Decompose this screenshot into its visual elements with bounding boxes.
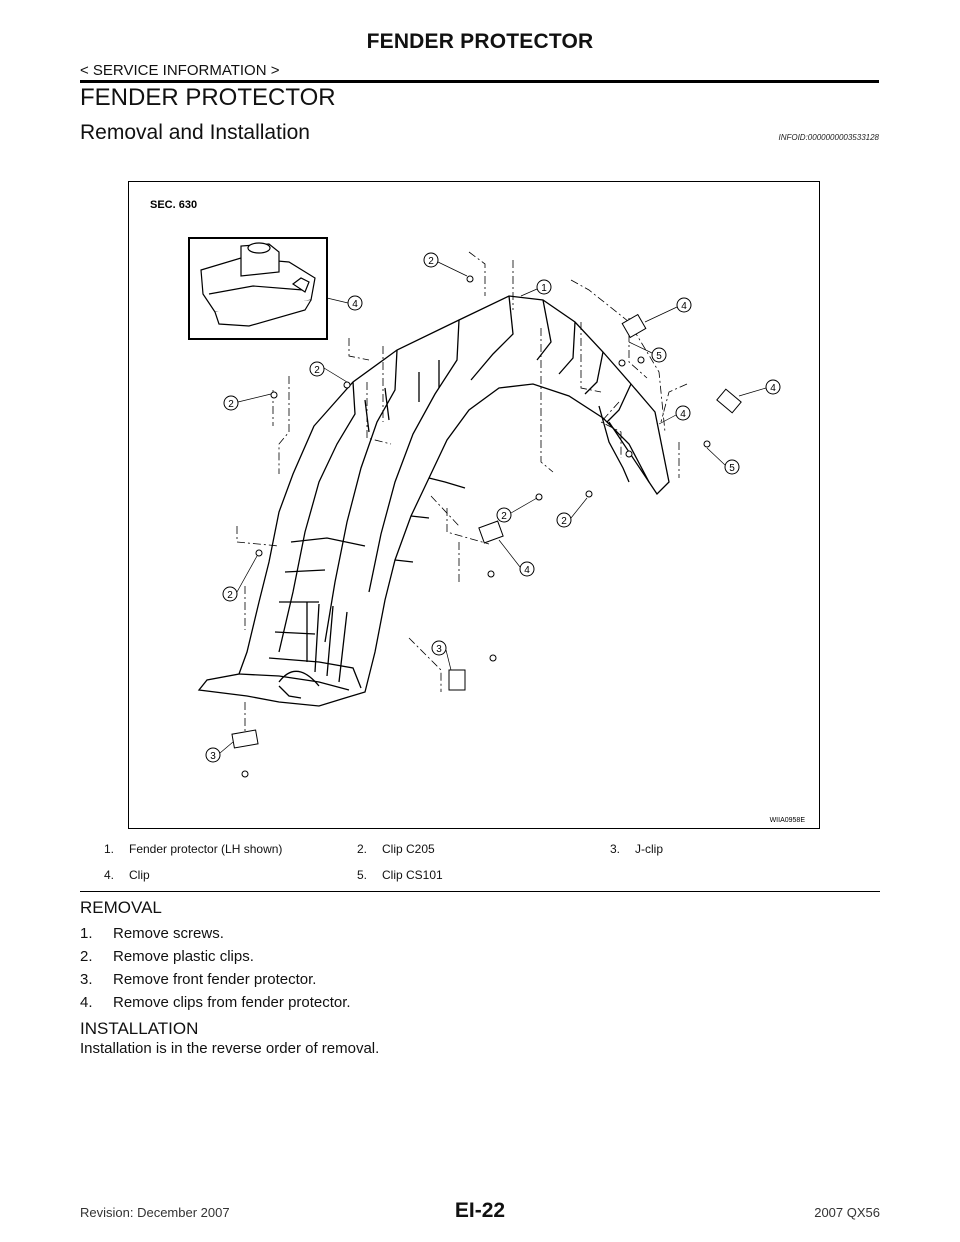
callout-3: 3 bbox=[431, 640, 447, 656]
page-header-title: FENDER PROTECTOR bbox=[366, 30, 594, 53]
breadcrumb: < SERVICE INFORMATION > bbox=[80, 62, 280, 79]
svg-text:2: 2 bbox=[314, 365, 320, 376]
legend-item: 5. Clip CS101 bbox=[357, 868, 443, 882]
svg-text:3: 3 bbox=[436, 644, 442, 655]
callout-4: 4 bbox=[676, 297, 692, 313]
legend-text: J-clip bbox=[635, 842, 664, 856]
legend-num: 3. bbox=[610, 842, 621, 856]
figure-code: WIIA0958E bbox=[770, 817, 806, 824]
legend-text: Clip bbox=[129, 868, 150, 882]
removal-step: 4. Remove clips from fender protector. bbox=[80, 994, 351, 1011]
svg-text:4: 4 bbox=[681, 301, 687, 312]
svg-text:5: 5 bbox=[729, 463, 735, 474]
svg-text:4: 4 bbox=[352, 299, 358, 310]
info-id: INFOID:0000000003533128 bbox=[778, 133, 879, 142]
svg-text:2: 2 bbox=[501, 511, 507, 522]
section-subtitle: Removal and Installation bbox=[80, 121, 310, 144]
legend-text: Fender protector (LH shown) bbox=[129, 842, 283, 856]
legend-text: Clip CS101 bbox=[382, 868, 443, 882]
svg-text:2: 2 bbox=[561, 516, 567, 527]
removal-step: 1. Remove screws. bbox=[80, 925, 224, 942]
step-text: Remove clips from fender protector. bbox=[113, 994, 351, 1011]
footer-page-number: EI-22 bbox=[454, 1199, 506, 1222]
callout-4: 4 bbox=[675, 405, 691, 421]
callout-2: 2 bbox=[223, 395, 239, 411]
legend-num: 5. bbox=[357, 868, 368, 882]
callout-5: 5 bbox=[724, 459, 740, 475]
svg-text:2: 2 bbox=[227, 590, 233, 601]
fasteners bbox=[231, 275, 742, 778]
step-number: 1. bbox=[80, 925, 93, 942]
step-number: 3. bbox=[80, 971, 93, 988]
legend-item: 1. Fender protector (LH shown) bbox=[104, 842, 282, 856]
callout-4: 4 bbox=[519, 561, 535, 577]
callout-3: 3 bbox=[205, 747, 221, 763]
removal-heading: REMOVAL bbox=[80, 898, 162, 917]
inset-clip-drawing bbox=[200, 242, 316, 327]
figure-legend: 1. Fender protector (LH shown) 2. Clip C20… bbox=[80, 842, 880, 894]
callout-5: 5 bbox=[651, 347, 667, 363]
legend-divider bbox=[80, 891, 880, 892]
step-number: 4. bbox=[80, 994, 93, 1011]
svg-text:4: 4 bbox=[524, 565, 530, 576]
header-rule bbox=[80, 80, 879, 83]
callout-2: 2 bbox=[556, 512, 572, 528]
diagram-art: SEC. 630 bbox=[150, 199, 806, 824]
section-title: FENDER PROTECTOR bbox=[80, 84, 336, 111]
legend-text: Clip C205 bbox=[382, 842, 435, 856]
svg-text:2: 2 bbox=[428, 256, 434, 267]
svg-text:4: 4 bbox=[770, 383, 776, 394]
callout-leaders bbox=[219, 261, 767, 754]
svg-text:3: 3 bbox=[210, 751, 216, 762]
callout-2: 2 bbox=[496, 507, 512, 523]
callout-4: 4 bbox=[347, 295, 363, 311]
callout-1: 1 bbox=[536, 279, 552, 295]
footer-revision: Revision: December 2007 bbox=[80, 1205, 230, 1220]
removal-step: 3. Remove front fender protector. bbox=[80, 971, 316, 988]
svg-text:5: 5 bbox=[656, 351, 662, 362]
callout-2: 2 bbox=[222, 586, 238, 602]
footer-model: 2007 QX56 bbox=[814, 1205, 880, 1220]
callout-4: 4 bbox=[765, 379, 781, 395]
step-number: 2. bbox=[80, 948, 93, 965]
step-text: Remove front fender protector. bbox=[113, 971, 317, 988]
legend-num: 4. bbox=[104, 868, 115, 882]
legend-num: 2. bbox=[357, 842, 368, 856]
legend-item: 2. Clip C205 bbox=[357, 842, 435, 856]
callout-2: 2 bbox=[309, 361, 325, 377]
removal-step: 2. Remove plastic clips. bbox=[80, 948, 254, 965]
installation-text: Installation is in the reverse order of … bbox=[80, 1040, 380, 1057]
exploded-diagram: SEC. 630 bbox=[128, 181, 820, 829]
step-text: Remove screws. bbox=[113, 925, 224, 942]
callouts: 2 1 4 4 2 2 5 4 4 5 2 2 4 2 3 3 bbox=[205, 252, 781, 763]
svg-text:1: 1 bbox=[541, 283, 547, 294]
legend-num: 1. bbox=[104, 842, 115, 856]
legend-row: 1. Fender protector (LH shown) 2. Clip C20… bbox=[80, 842, 880, 868]
sec-label: SEC. 630 bbox=[150, 199, 197, 211]
svg-text:4: 4 bbox=[680, 409, 686, 420]
legend-item: 4. Clip bbox=[104, 868, 150, 882]
callout-2: 2 bbox=[423, 252, 439, 268]
step-text: Remove plastic clips. bbox=[113, 948, 254, 965]
installation-heading: INSTALLATION bbox=[80, 1019, 199, 1038]
svg-text:2: 2 bbox=[228, 399, 234, 410]
legend-item: 3. J-clip bbox=[610, 842, 663, 856]
legend-row: 4. Clip 5. Clip CS101 bbox=[80, 868, 880, 894]
